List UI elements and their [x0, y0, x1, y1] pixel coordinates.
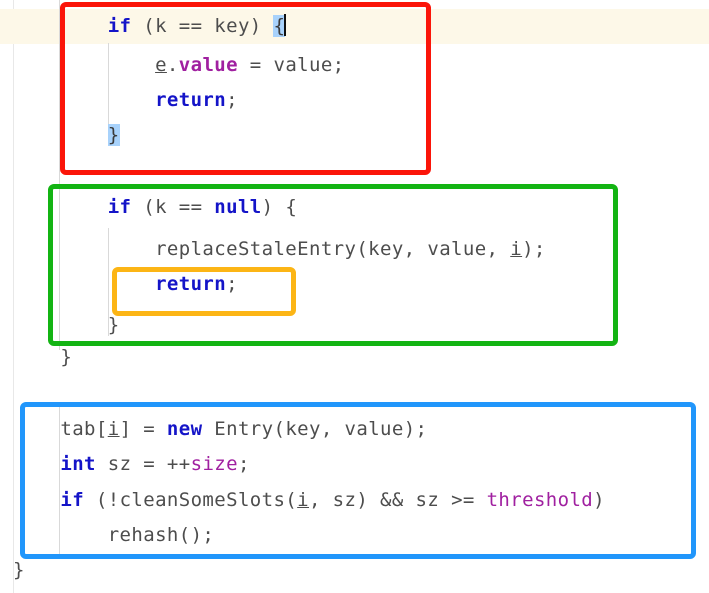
code-line[interactable]: if (!cleanSomeSlots(i, sz) && sz >= thre…: [0, 483, 709, 518]
code-token: = value;: [237, 54, 345, 76]
code-line-text: return;: [13, 83, 238, 118]
code-token: [13, 54, 155, 76]
code-token: e: [155, 54, 167, 76]
code-token: tab[: [13, 418, 108, 440]
code-token: i: [107, 418, 120, 440]
indent-guide-level-1: [59, 0, 60, 350]
code-token: }: [13, 559, 25, 581]
indent-guide-level-2-a: [108, 43, 109, 143]
code-line-text: if (k == key) {: [13, 9, 287, 44]
code-line-text: e.value = value;: [13, 48, 345, 83]
current-line-highlight: [0, 9, 709, 44]
code-token: Entry(key, value);: [202, 418, 428, 440]
code-line-text: }: [13, 118, 120, 153]
code-token: }: [13, 346, 73, 368]
code-line[interactable]: }: [0, 308, 709, 343]
code-token: ;: [226, 273, 238, 295]
code-line[interactable]: replaceStaleEntry(key, value, i);: [0, 232, 709, 267]
code-line-text: int sz = ++size;: [13, 447, 250, 482]
code-token: ;: [237, 453, 250, 475]
indent-guide-level-1-b: [59, 402, 60, 559]
code-token: ;: [226, 89, 238, 111]
code-token: if: [107, 15, 132, 37]
code-token: i: [297, 489, 309, 511]
code-token: (!cleanSomeSlots(: [84, 489, 298, 511]
code-line-text: return;: [13, 267, 238, 302]
code-line[interactable]: }: [0, 340, 709, 375]
code-line-text: replaceStaleEntry(key, value, i);: [13, 232, 546, 267]
code-line[interactable]: rehash();: [0, 518, 709, 553]
code-line[interactable]: return;: [0, 83, 709, 118]
code-token: null: [214, 196, 262, 218]
code-token: (k ==: [131, 196, 215, 218]
code-token: [13, 273, 155, 295]
code-token: if: [107, 196, 132, 218]
code-line[interactable]: int sz = ++size;: [0, 447, 709, 482]
code-token: return: [155, 273, 227, 295]
code-token: [13, 89, 155, 111]
code-token: size: [190, 453, 238, 475]
code-line-text: if (k == null) {: [13, 190, 297, 225]
code-token: }: [13, 314, 120, 336]
code-token: (k == key): [131, 15, 274, 37]
code-token: int: [60, 453, 96, 475]
code-line[interactable]: if (k == null) {: [0, 190, 709, 225]
code-token: sz = ++: [95, 453, 191, 475]
code-token: [13, 196, 108, 218]
code-token: [13, 15, 108, 37]
code-token: [13, 453, 60, 475]
code-token: {: [273, 15, 286, 37]
code-token: [13, 489, 60, 511]
code-token: ): [593, 489, 605, 511]
code-line[interactable]: if (k == key) {: [0, 9, 709, 44]
code-token: );: [522, 238, 546, 260]
code-line-text: if (!cleanSomeSlots(i, sz) && sz >= thre…: [13, 483, 605, 518]
code-token: }: [107, 124, 120, 146]
code-token: rehash();: [13, 524, 215, 546]
code-line-text: tab[i] = new Entry(key, value);: [13, 412, 427, 447]
code-token: threshold: [486, 489, 594, 511]
code-token: i: [510, 238, 523, 260]
code-line-text: }: [13, 553, 25, 588]
code-token: , sz) && sz >=: [309, 489, 487, 511]
code-line-text: rehash();: [13, 518, 214, 553]
code-line[interactable]: }: [0, 118, 709, 153]
gutter-separator: [13, 0, 14, 593]
code-token: if: [60, 489, 85, 511]
code-token: ) {: [261, 196, 298, 218]
code-line-text: }: [13, 340, 72, 375]
code-token: ] =: [119, 418, 167, 440]
indent-guide-level-2-b: [108, 228, 109, 336]
code-line[interactable]: tab[i] = new Entry(key, value);: [0, 412, 709, 447]
code-token: new: [166, 418, 203, 440]
code-token: return: [155, 89, 227, 111]
code-line[interactable]: }: [0, 553, 709, 588]
code-line[interactable]: return;: [0, 267, 709, 302]
code-token: .: [166, 54, 179, 76]
code-token: [13, 124, 108, 146]
code-token: replaceStaleEntry(key, value,: [13, 238, 511, 260]
code-line[interactable]: e.value = value;: [0, 48, 709, 83]
text-cursor: [284, 14, 287, 36]
code-token: value: [178, 54, 238, 76]
code-line-text: }: [13, 308, 120, 343]
